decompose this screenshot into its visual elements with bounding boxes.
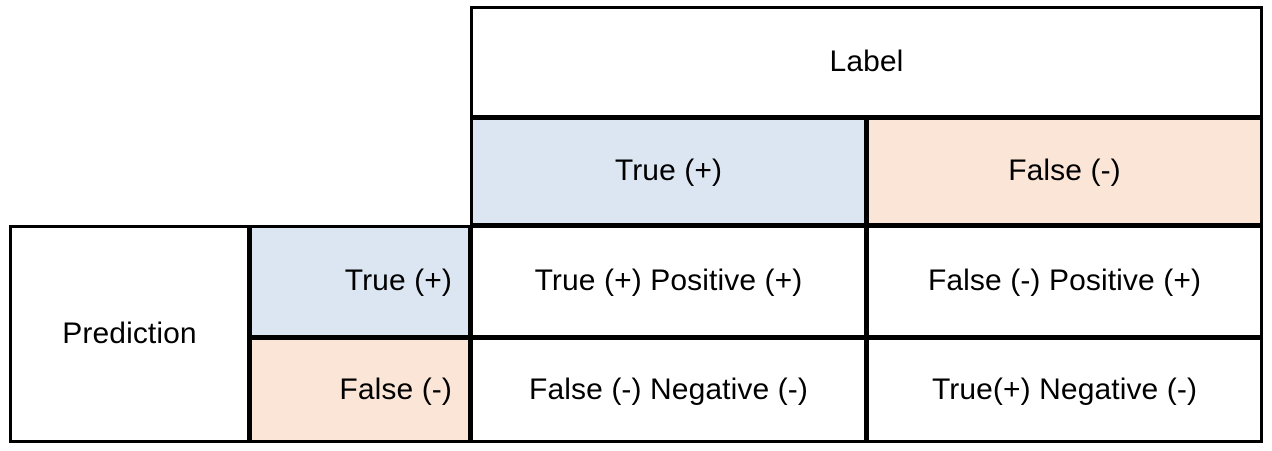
cell-false-negative: False (-) Negative (-) [470, 337, 867, 443]
cell-true-negative: True(+) Negative (-) [866, 337, 1263, 443]
column-header-true-positive: True (+) [470, 117, 867, 226]
column-axis-title: Label [470, 6, 1263, 118]
column-header-false-negative: False (-) [866, 117, 1263, 226]
row-header-true-positive: True (+) [249, 225, 471, 338]
row-axis-title: Prediction [9, 225, 250, 443]
cell-true-positive: True (+) Positive (+) [470, 225, 867, 338]
row-header-false-negative: False (-) [249, 337, 471, 443]
cell-false-positive: False (-) Positive (+) [866, 225, 1263, 338]
